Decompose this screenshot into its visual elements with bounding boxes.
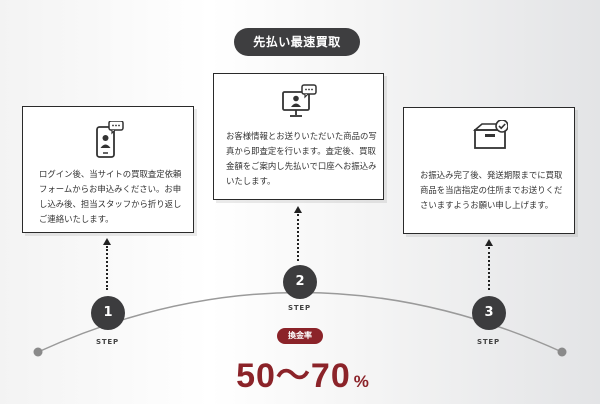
conversion-rate-value: 50〜70% [218,348,388,397]
step-2-label: STEP [288,304,311,312]
page-title-badge: 先払い最速買取 [234,28,360,56]
step-2-description: お客様情報とお送りいただいた商品の写真から即査定を行います。査定後、買取金額をご… [226,131,377,186]
conversion-rate-number: 50〜70 [236,357,351,395]
arrow-up-icon [103,238,111,245]
arrow-up-icon [485,239,493,246]
step-3-card: お振込み完了後、発送期限までに買取商品を当店指定の住所までお送りくださいますよう… [403,107,575,234]
step-3-description: お振込み完了後、発送期限までに買取商品を当店指定の住所までお送りくださいますよう… [420,170,563,210]
box-check-icon [472,119,509,157]
step-1-card: ログイン後、当サイトの買取査定依頼フォームからお申込みください。お申し込み後、担… [22,106,194,233]
step-3-label: STEP [477,338,500,346]
curve-end-dot [557,347,567,357]
monitor-user-icon [281,84,317,125]
step-1-description: ログイン後、当サイトの買取査定依頼フォームからお申込みください。お申し込み後、担… [39,169,182,224]
step-2-card: お客様情報とお送りいただいた商品の写真から即査定を行います。査定後、買取金額をご… [213,73,384,200]
step-3-number: 3 [472,296,506,330]
arrow-up-icon [294,206,302,213]
conversion-rate-unit: % [353,372,370,391]
curve-start-dot [33,347,43,357]
step-2-connector [297,214,299,261]
conversion-rate-badge: 換金率 [277,328,323,344]
step-1-number: 1 [91,296,125,330]
step-1-label: STEP [96,338,119,346]
step-1-connector [106,246,108,290]
step-3-connector [488,247,490,290]
smartphone-user-icon [95,120,125,164]
step-2-number: 2 [283,265,317,299]
